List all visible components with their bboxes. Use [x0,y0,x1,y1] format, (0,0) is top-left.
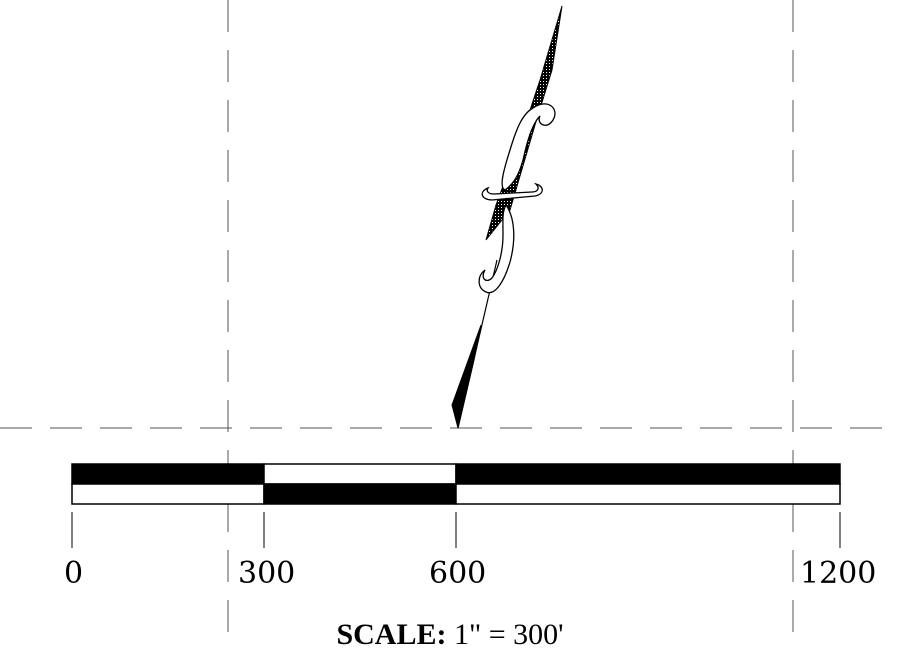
scale-label-0: 0 [64,556,84,591]
scale-caption-title: SCALE: [336,618,447,651]
scale-bar [71,463,841,548]
north-arrow-icon [451,5,563,429]
scale-seg-top-2 [263,463,457,485]
scale-caption: SCALE: 1" = 300' [0,618,900,652]
scale-label-600: 600 [429,556,487,591]
scale-caption-ratio: 1" = 300' [453,618,564,651]
north-arrow-tail [451,324,482,429]
scale-seg-top-1 [71,463,265,485]
scale-seg-top-3 [455,463,841,485]
scale-seg-bottom-1 [71,483,265,505]
scale-seg-bottom-3 [455,483,841,505]
scale-seg-bottom-2 [263,483,457,505]
scale-label-1200: 1200 [800,556,877,591]
scale-label-300: 300 [238,556,296,591]
north-arrow-flourish [478,103,556,294]
